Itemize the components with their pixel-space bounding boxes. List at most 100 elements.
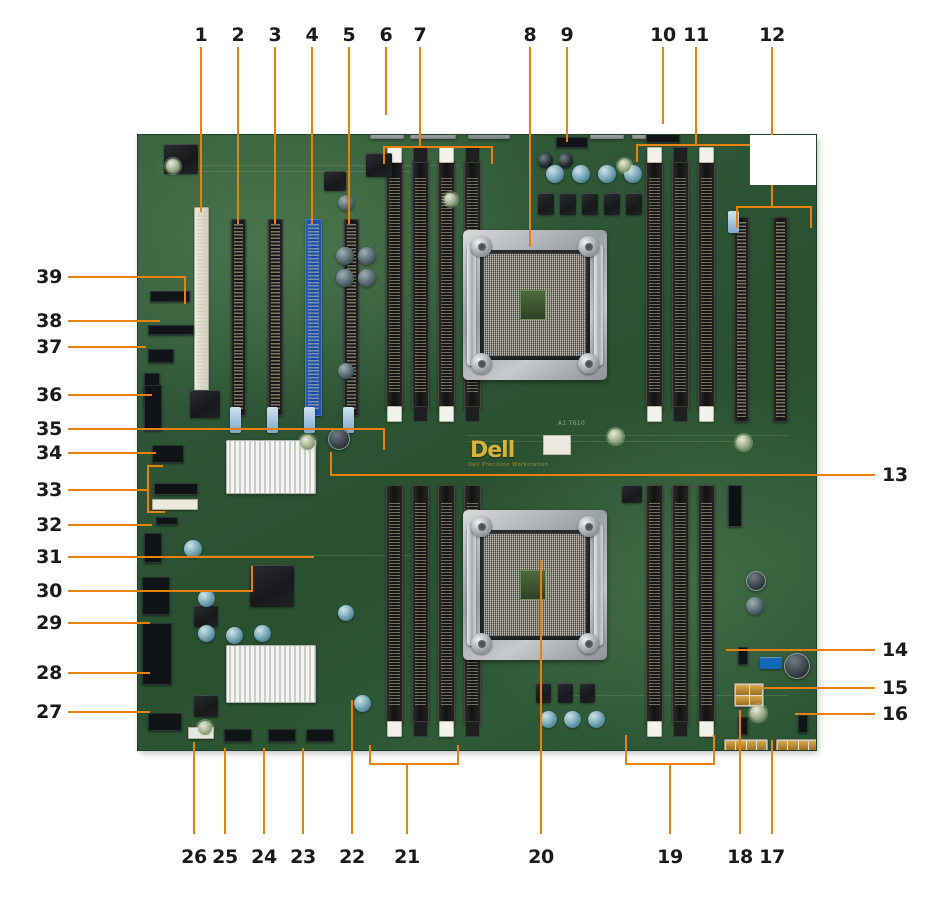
internal-usb-header-top-right[interactable] <box>646 135 680 143</box>
callout-label-39: 39 <box>36 266 62 288</box>
dimm-clip-a2-bot[interactable] <box>413 406 428 422</box>
mosfet-4 <box>604 193 620 215</box>
leader-33-tick-b <box>147 511 165 514</box>
dimm-clip-c2-bot[interactable] <box>413 721 428 737</box>
coin-cell-battery-center <box>328 428 350 450</box>
coin-cell-battery-right <box>746 571 766 591</box>
dimm-clip-b3-bot[interactable] <box>699 406 714 422</box>
fan-header-right[interactable] <box>738 717 748 735</box>
dimm-slot-a2 <box>412 160 429 410</box>
dimm-clip-b2-bot[interactable] <box>673 406 688 422</box>
dimm-clip-b1-bot[interactable] <box>647 406 662 422</box>
power-connector-8pin-b[interactable] <box>776 739 816 750</box>
callout-label-34: 34 <box>36 442 62 464</box>
fan-header-front-2[interactable] <box>306 729 334 742</box>
leader-7-stem <box>419 47 422 147</box>
dimm-slot-c3 <box>438 485 455 725</box>
dell-logo-subtext: Dell Precision Workstation <box>468 462 549 468</box>
leader-19-stem <box>669 765 672 834</box>
hdd-activity-header[interactable] <box>144 533 162 563</box>
callout-label-25: 25 <box>212 846 238 868</box>
leader-11-tick-l <box>636 144 639 162</box>
vrm-cap-1 <box>546 165 564 183</box>
mosfet-2 <box>560 193 576 215</box>
cpu1-power-connector[interactable] <box>142 577 170 615</box>
fan-header-memory[interactable] <box>152 445 184 463</box>
password-jumper[interactable] <box>760 657 782 669</box>
vrm-cap-2 <box>572 165 590 183</box>
aux-header-right[interactable] <box>798 715 808 733</box>
leader-30 <box>68 590 253 593</box>
main-power-connector-24pin[interactable] <box>142 623 172 685</box>
leader-21-stem <box>406 765 409 834</box>
dimm-clip-c3-bot[interactable] <box>439 721 454 737</box>
fan-header-front-1[interactable] <box>268 729 296 742</box>
dimm-clip-a2-top[interactable] <box>413 147 428 163</box>
callout-label-33: 33 <box>36 479 62 501</box>
callout-label-20: 20 <box>528 846 554 868</box>
callout-label-1: 1 <box>194 24 208 46</box>
dimm-clip-c4-bot[interactable] <box>465 721 480 737</box>
dimm-clip-a4-bot[interactable] <box>465 406 480 422</box>
audio-front-header[interactable] <box>224 729 252 742</box>
cpu2-power-connector-4pin[interactable] <box>734 683 764 707</box>
dimm-slot-d1 <box>646 485 663 725</box>
bmc-chip <box>190 390 220 418</box>
pcb-corner-notch <box>750 135 816 185</box>
dimm-clip-b2-top[interactable] <box>673 147 688 163</box>
mosfet-8 <box>580 683 595 703</box>
dimm-slot-d2 <box>672 485 689 725</box>
sata-connector-2[interactable] <box>152 499 198 510</box>
usb3-header-upper[interactable] <box>148 713 182 731</box>
io-audio-jack-2 <box>558 153 573 168</box>
leader-15 <box>762 687 875 690</box>
dimm-clip-d1-bot[interactable] <box>647 721 662 737</box>
dimm-clip-d2-bot[interactable] <box>673 721 688 737</box>
standoff-1 <box>166 159 180 173</box>
leader-19-bracket <box>625 763 715 766</box>
pcie-slot-x4-a <box>231 219 246 416</box>
motherboard-pcb: Dell Dell Precision Workstation A1 T610 <box>138 135 816 750</box>
leader-1 <box>200 47 203 212</box>
pcie-slot-x16-primary <box>305 219 322 416</box>
leader-5 <box>348 47 351 224</box>
dimm-clip-a3-bot[interactable] <box>439 406 454 422</box>
leader-18 <box>739 710 742 834</box>
intrusion-switch-header[interactable] <box>148 349 174 363</box>
dimm-clip-a3-top[interactable] <box>439 147 454 163</box>
fan-header-cpu1[interactable] <box>556 137 588 148</box>
callout-label-6: 6 <box>379 24 393 46</box>
dimm-clip-a1-bot[interactable] <box>387 406 402 422</box>
lan-phy <box>194 695 218 717</box>
dimm-clip-b1-top[interactable] <box>647 147 662 163</box>
internal-usb-header-top[interactable] <box>150 291 190 302</box>
pci-slot-legacy <box>194 207 209 407</box>
power-connector-8pin-a[interactable] <box>724 739 768 750</box>
leader-7-tick-l <box>383 146 386 164</box>
front-panel-header[interactable] <box>148 325 194 335</box>
leader-12-tick-r <box>810 206 813 228</box>
dimm-slot-b1 <box>646 160 663 410</box>
callout-label-5: 5 <box>342 24 356 46</box>
dimm-clip-c1-bot[interactable] <box>387 721 402 737</box>
leader-17 <box>771 740 774 834</box>
leader-16 <box>795 713 875 716</box>
control-panel-header[interactable] <box>144 385 162 431</box>
dimm-clip-b3-top[interactable] <box>699 147 714 163</box>
dimm-clip-a4-top[interactable] <box>465 147 480 163</box>
leader-29 <box>68 622 150 625</box>
right-cap-1 <box>746 597 764 615</box>
dimm-clip-d3-bot[interactable] <box>699 721 714 737</box>
fan-header-cpu2[interactable] <box>738 647 748 665</box>
leader-3 <box>274 47 277 224</box>
leader-21-tick-l <box>369 745 372 765</box>
sata-header-small[interactable] <box>156 517 178 525</box>
vrm2-cap-5 <box>338 605 354 621</box>
io-ethernet-port <box>468 135 510 139</box>
leader-7-bracket <box>383 146 493 149</box>
pcie-slot-right-a <box>734 217 749 422</box>
elec-cap-3 <box>358 247 376 265</box>
sata-connector-1[interactable] <box>154 483 198 495</box>
leader-36 <box>68 394 152 397</box>
